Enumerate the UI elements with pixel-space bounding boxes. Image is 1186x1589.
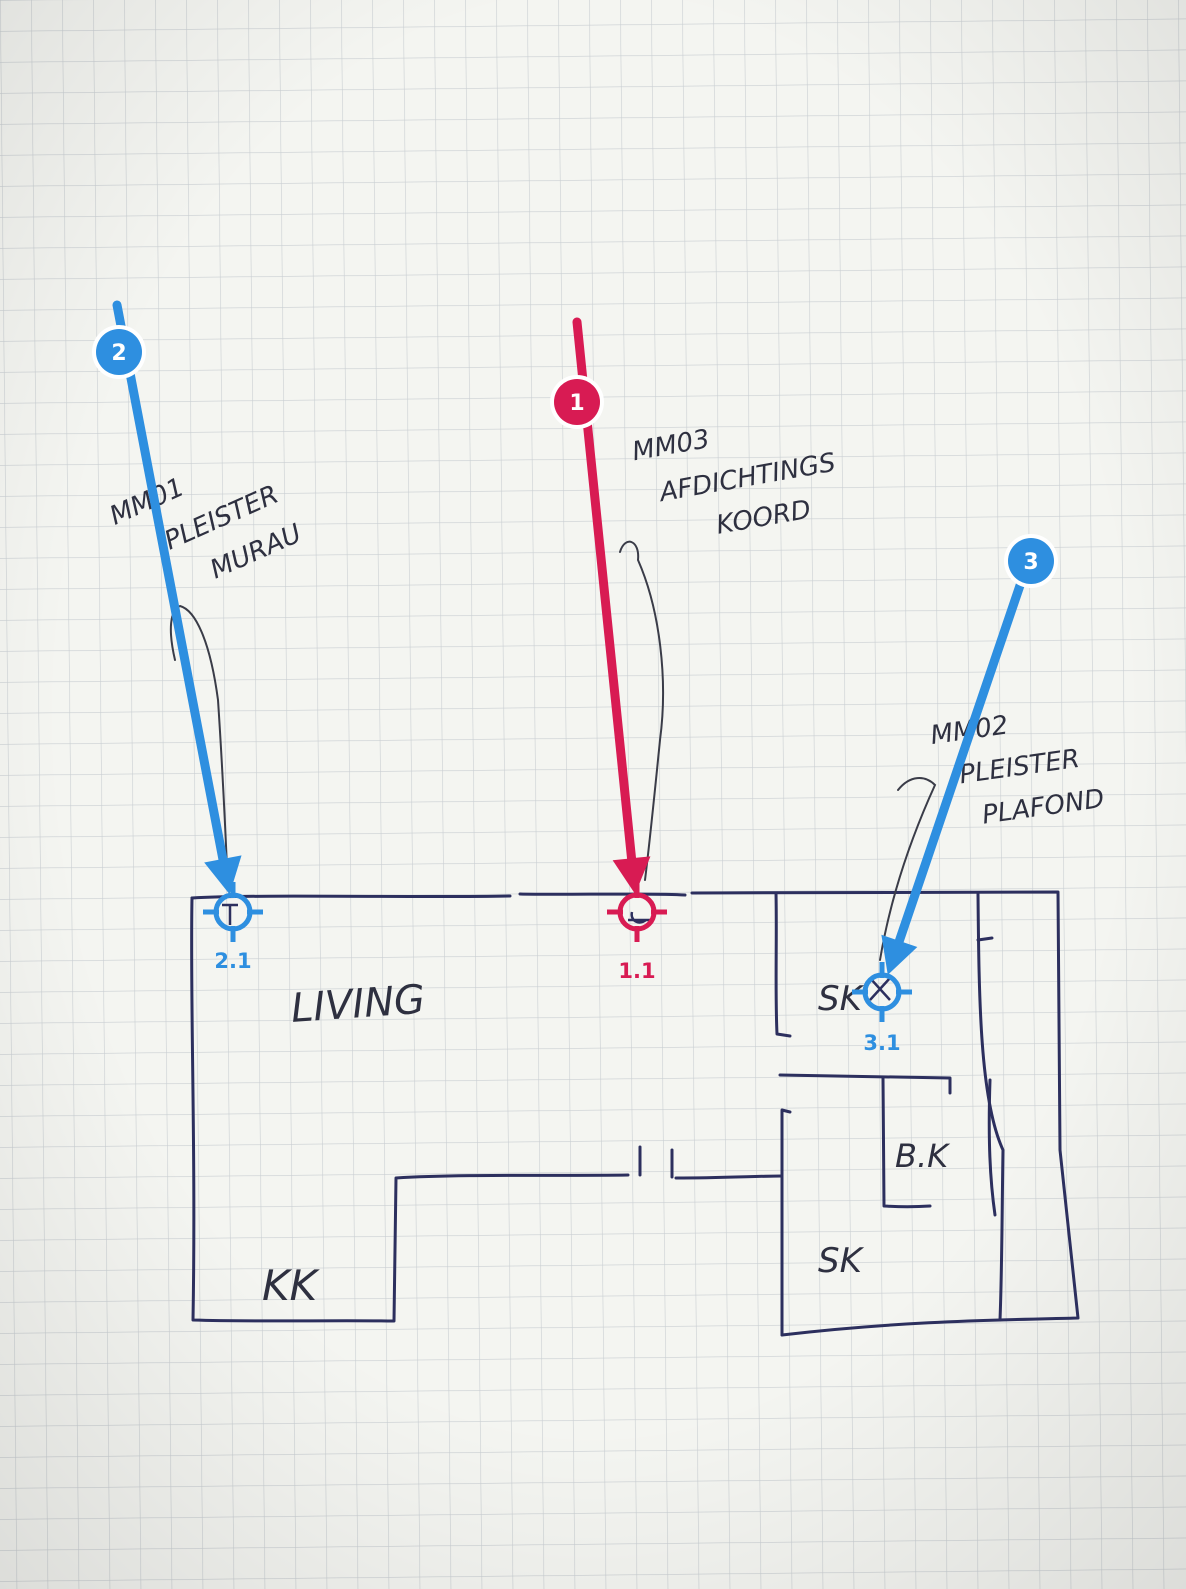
- room-label-bk: B.K: [895, 1137, 951, 1175]
- callout-1: 1.11: [550, 317, 667, 983]
- target-3.1-crosshair: [852, 962, 912, 1022]
- spot-glyphs: [222, 903, 891, 1001]
- target-1.1-crosshair: [607, 882, 667, 942]
- corridor-inner: [881, 1076, 932, 1209]
- badge-1-number: 1: [569, 391, 584, 416]
- badge-2: [96, 329, 142, 375]
- leader-mm02: [879, 777, 937, 961]
- corridor-wall: [778, 1073, 952, 1095]
- room-label-kk: KK: [262, 1261, 321, 1310]
- callout-3-arrow: [894, 548, 1036, 946]
- room-label-living: LIVING: [289, 977, 426, 1032]
- bedroom2-wall: [780, 1108, 792, 1337]
- badge-2-number: 2: [111, 341, 126, 366]
- room-label-sk-bottom: SK: [818, 1241, 865, 1281]
- callout-2-arrow: [112, 300, 228, 864]
- floor-plan: [190, 890, 1080, 1337]
- right-tick: [976, 936, 994, 942]
- badge-3-number: 3: [1023, 550, 1038, 575]
- callout-2: 2.12: [92, 300, 263, 973]
- badge-3: [1008, 538, 1054, 584]
- bedroom-top-wall: [774, 891, 792, 1038]
- target-label-3.1: 3.1: [863, 1031, 900, 1055]
- target-label-1.1: 1.1: [618, 959, 655, 983]
- target-2.1-crosshair: [203, 882, 263, 942]
- callout-1-arrowhead: [612, 856, 651, 895]
- outer-left-wall: [190, 896, 784, 1323]
- room-labels: LIVING KK SK B.K SK: [262, 977, 951, 1310]
- room-label-sk-top: SK: [818, 979, 865, 1019]
- callouts: 1.112.123.13: [92, 300, 1058, 1055]
- right-strip: [976, 892, 1005, 1322]
- target-label-2.1: 2.1: [214, 949, 251, 973]
- leader-mm03: [619, 540, 664, 881]
- callout-3: 3.13: [852, 534, 1058, 1055]
- badge-1: [554, 379, 600, 425]
- callout-3-arrowhead: [881, 934, 918, 975]
